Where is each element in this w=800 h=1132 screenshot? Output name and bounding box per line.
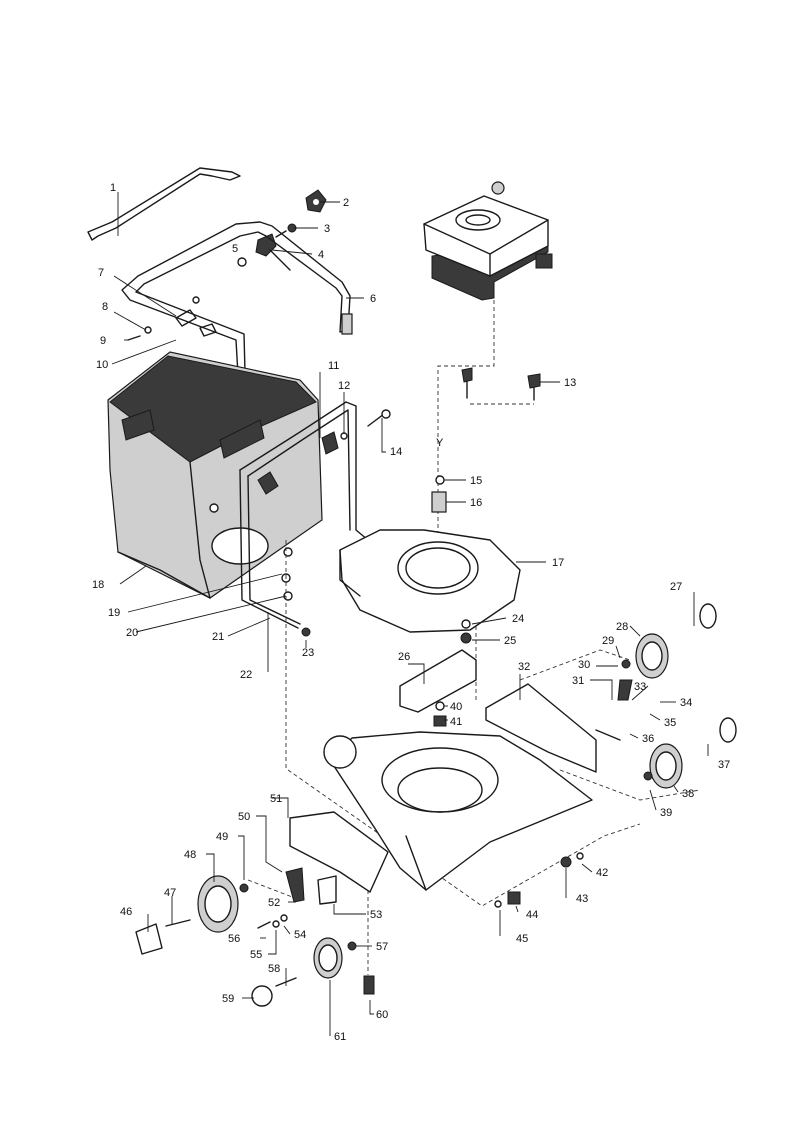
callout-34: 34 [680,697,692,709]
callout-35: 35 [664,717,676,729]
part-bolt-3 [275,223,297,238]
callout-17: 17 [552,557,564,569]
callout-13: 13 [564,377,576,389]
callout-19: 19 [108,607,120,619]
callout-10: 10 [96,359,108,371]
callout-29: 29 [602,635,614,647]
callout-25: 25 [504,635,516,647]
callout-47: 47 [164,887,176,899]
callout-18: 18 [92,579,104,591]
callout-61: 61 [334,1031,346,1043]
callout-51: 51 [270,793,282,805]
callout-36: 36 [642,733,654,745]
callout-37: 37 [718,759,730,771]
callout-23: 23 [302,647,314,659]
callout-44: 44 [526,909,538,921]
part-wheel-right-upper [617,603,717,701]
callout-4: 4 [318,249,324,261]
callout-16: 16 [470,497,482,509]
part-blower-housing [339,529,521,633]
part-hardware-front [494,852,584,908]
callout-numbers: 1 2 3 4 5 6 7 8 9 10 11 12 13 14 15 16 1… [92,182,730,1043]
callout-7: 7 [98,267,104,279]
callout-28: 28 [616,621,628,633]
callout-11: 11 [328,360,339,372]
callout-14: 14 [390,446,402,458]
callout-31: 31 [572,675,584,687]
part-hardware-left [127,296,217,341]
callout-40: 40 [450,701,462,713]
part-spacer [431,475,447,513]
callout-6: 6 [370,293,376,305]
callout-55: 55 [250,949,262,961]
part-hardware-54-56 [257,914,288,929]
callout-58: 58 [268,963,280,975]
callout-3: 3 [324,223,330,235]
callout-26: 26 [398,651,410,663]
callout-59: 59 [222,993,234,1005]
callout-2: 2 [343,197,349,209]
callout-8: 8 [102,301,108,313]
callout-45: 45 [516,933,528,945]
part-bracket-32 [485,683,597,773]
part-clamp [237,233,291,271]
callout-24: 24 [512,613,524,625]
part-bracket-51 [285,811,389,905]
callout-33: 33 [634,681,646,693]
part-wheel-right-lower [595,717,737,789]
callout-56: 56 [228,933,240,945]
callout-27: 27 [670,581,682,593]
callout-60: 60 [376,1009,388,1021]
callout-20: 20 [126,627,138,639]
callout-46: 46 [120,906,132,918]
part-deck [323,731,593,891]
part-engine [423,181,553,301]
callout-42: 42 [596,867,608,879]
callout-5: 5 [232,243,238,255]
callout-32: 32 [518,661,530,673]
callout-15: 15 [470,475,482,487]
part-wheel-left [135,875,249,955]
callout-21: 21 [212,631,224,643]
part-handle-rod [87,167,241,241]
part-bracket-26 [399,649,477,713]
part-wheel-front [251,937,375,1007]
callout-12: 12 [338,380,350,392]
callout-57: 57 [376,941,388,953]
callout-43: 43 [576,893,588,905]
callout-53: 53 [370,909,382,921]
callout-9: 9 [100,335,106,347]
callout-39: 39 [660,807,672,819]
callout-50: 50 [238,811,250,823]
callout-22: 22 [240,669,252,681]
callout-48: 48 [184,849,196,861]
callout-41: 41 [450,716,462,728]
callout-49: 49 [216,831,228,843]
callout-54: 54 [294,929,306,941]
part-knob [305,189,327,213]
leader-lines [111,192,709,1036]
part-engine-bolts [461,367,541,401]
callout-1: 1 [110,182,116,194]
part-washer-nut [460,619,472,644]
part-grass-bag [107,351,323,599]
marker-y: Y [436,437,444,449]
callout-52: 52 [268,897,280,909]
callout-38: 38 [682,788,694,800]
callout-30: 30 [578,659,590,671]
